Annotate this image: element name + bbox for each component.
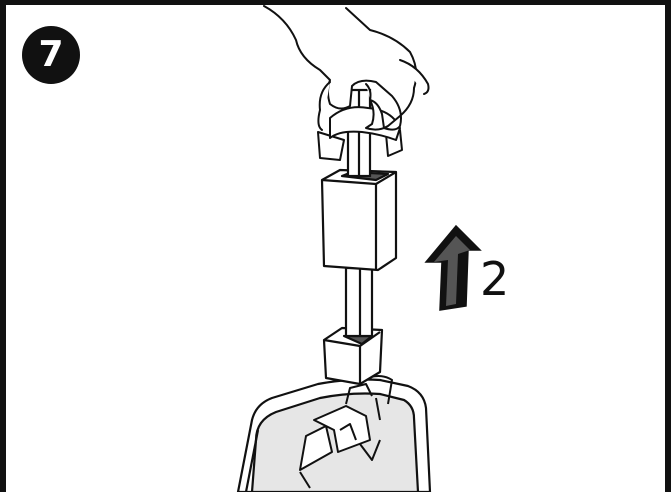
- action-step-label: 2: [480, 252, 510, 306]
- hand-icon: [263, 5, 430, 131]
- base-container: [236, 378, 432, 492]
- arrow-up-icon: [424, 224, 482, 311]
- frame-border-right: [665, 0, 671, 492]
- frame-border-left: [0, 0, 6, 492]
- frame-border-top: [0, 0, 671, 5]
- upper-block: [320, 168, 398, 272]
- inner-mechanism: [299, 375, 393, 489]
- step-number-badge: 7: [22, 26, 80, 84]
- shaft: [344, 266, 374, 338]
